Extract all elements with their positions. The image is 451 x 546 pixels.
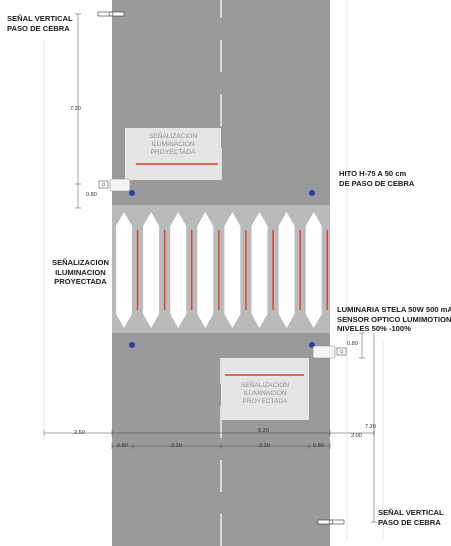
projection-box-bottom-label-line: PROYECTADA [242, 398, 288, 405]
zebra-stripe [332, 212, 349, 328]
dimension-label: 2.00 [351, 433, 362, 439]
sign-label-top-line: PASO DE CEBRA [7, 23, 70, 33]
dimension-label: 8.20 [258, 428, 269, 434]
vertical-sign-icon [97, 11, 125, 17]
sign-label-bottom-line: PASO DE CEBRA [378, 517, 441, 527]
zebra-stripe [305, 212, 322, 328]
bollard-label-line: HITO H-75 A 50 cm [339, 169, 407, 178]
bollard-label: HITO H-75 A 50 cm DE PASO DE CEBRA [339, 169, 414, 188]
sign-label-top-line: SEÑAL VERTICAL [7, 14, 73, 23]
zebra-stripe [116, 212, 132, 328]
luminaire-label: LUMINARIA STELA 50W 500 mA SENSOR OPTICO… [337, 305, 451, 334]
zebra-stripe [278, 212, 295, 328]
projection-label-left: SEÑALIZACION ILUMINACION PROYECTADA [52, 258, 109, 287]
luminaire-icon [98, 178, 131, 192]
luminaire-label-line: LUMINARIA STELA 50W 500 mA [337, 305, 451, 314]
dimension-label: 3.30 [259, 443, 270, 449]
dimension-label: 0.80 [313, 443, 324, 449]
zebra-stripes [116, 212, 349, 328]
dimension-label: 0.80 [347, 341, 358, 347]
sign-label-top: SEÑAL VERTICAL PASO DE CEBRA [7, 14, 73, 33]
zebra-stripe [143, 212, 160, 328]
bollard-marker [309, 190, 315, 196]
projection-box-top-label-line: PROYECTADA [150, 149, 196, 156]
bollard-marker [129, 190, 135, 196]
sign-label-bottom: SEÑAL VERTICAL PASO DE CEBRA [378, 508, 444, 527]
zebra-stripe [197, 212, 214, 328]
projection-box-bottom-label-line: ILUMINACION [243, 390, 287, 397]
projection-box-top-label-line: SEÑALIZACION [148, 133, 198, 140]
bollard-marker [129, 342, 135, 348]
projection-box-top-label-line: ILUMINACION [151, 141, 195, 148]
bollard-label-line: DE PASO DE CEBRA [339, 178, 415, 188]
dimension-label: 7.20 [365, 424, 376, 430]
zebra-stripe [251, 212, 268, 328]
projection-label-left-line: PROYECTADA [54, 277, 107, 286]
projection-box-bottom-label: SEÑALIZACION ILUMINACION PROYECTADA [221, 382, 309, 406]
projection-label-left-line: ILUMINACION [55, 267, 106, 277]
projection-label-left-line: SEÑALIZACION [52, 258, 109, 267]
dimension-label: 3.30 [171, 443, 182, 449]
projection-box-bottom [221, 358, 309, 420]
dimension-label: 2.50 [74, 430, 85, 436]
luminaire-label-line: SENSOR OPTICO LUMIMOTION [337, 314, 451, 324]
guide-lines [43, 0, 384, 540]
zebra-stripe [224, 212, 241, 328]
projection-box-top [125, 128, 221, 180]
projection-box-bottom-label-line: SEÑALIZACION [240, 382, 290, 389]
zebra-stripe [170, 212, 187, 328]
luminaire-icon [312, 345, 347, 359]
sign-label-bottom-line: SEÑAL VERTICAL [378, 508, 444, 517]
dimension-label: 7.20 [70, 106, 81, 112]
vertical-sign-icon [317, 519, 345, 525]
dimension-label: 0.80 [86, 192, 97, 198]
projection-box-top-label: SEÑALIZACION ILUMINACION PROYECTADA [125, 133, 221, 157]
dimension-label: 0.80 [117, 443, 128, 449]
luminaire-label-line: NIVELES 50% -100% [337, 324, 411, 333]
